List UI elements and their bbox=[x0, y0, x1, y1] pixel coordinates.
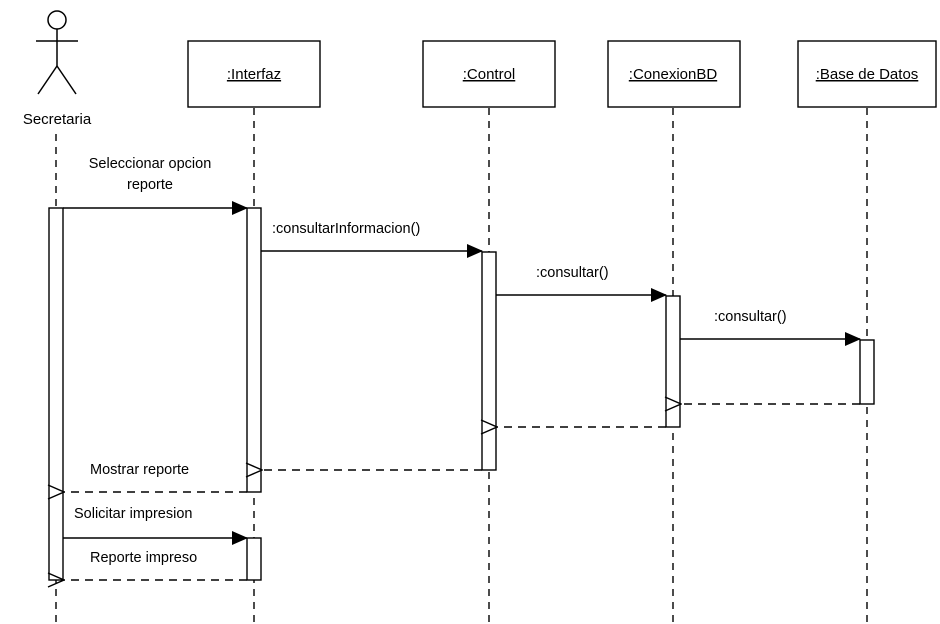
participant-label: :Base de Datos bbox=[816, 66, 919, 83]
actor-leg-right bbox=[56, 65, 77, 95]
activation-control bbox=[481, 251, 497, 471]
participant-label: :ConexionBD bbox=[629, 66, 718, 83]
participant-box bbox=[422, 40, 556, 108]
message-solicitar-impresion: Solicitar impresion bbox=[63, 506, 248, 545]
activations bbox=[48, 207, 875, 581]
message-consultar-conexionbd: :consultar() bbox=[496, 265, 667, 302]
message-label-line-1: Seleccionar opcion bbox=[89, 156, 212, 172]
activation-basedatos bbox=[859, 339, 875, 405]
actor-secretaria: Secretaria bbox=[23, 10, 92, 128]
message-consultar-informacion: :consultarInformacion() bbox=[261, 221, 483, 258]
message-seleccionar-opcion: Seleccionar opcion reporte bbox=[63, 156, 248, 215]
participant-conexionbd: :ConexionBD bbox=[607, 40, 741, 108]
message-label: Mostrar reporte bbox=[90, 462, 189, 478]
activation-interfaz-2 bbox=[246, 537, 262, 581]
participant-basedatos: :Base de Datos bbox=[797, 40, 937, 108]
message-label: :consultarInformacion() bbox=[272, 221, 420, 237]
message-label: Reporte impreso bbox=[90, 550, 197, 566]
message-reporte-impreso: Reporte impreso bbox=[64, 550, 247, 580]
message-label: :consultar() bbox=[714, 309, 787, 325]
participant-label: :Interfaz bbox=[227, 66, 281, 83]
activation-interfaz-1 bbox=[246, 207, 262, 493]
participant-box bbox=[607, 40, 741, 108]
participant-label: :Control bbox=[463, 66, 516, 83]
message-label: Solicitar impresion bbox=[74, 506, 192, 522]
activation-secretaria bbox=[48, 207, 64, 581]
participant-control: :Control bbox=[422, 40, 556, 108]
lifelines bbox=[55, 108, 868, 624]
message-consultar-basedatos: :consultar() bbox=[680, 309, 861, 346]
activation-conexionbd bbox=[665, 295, 681, 428]
actor-leg-left bbox=[37, 65, 58, 95]
actor-label: Secretaria bbox=[23, 111, 92, 128]
message-mostrar-reporte: Mostrar reporte bbox=[64, 462, 247, 492]
participant-box bbox=[187, 40, 321, 108]
actor-head-icon bbox=[47, 10, 67, 30]
participant-interfaz: :Interfaz bbox=[187, 40, 321, 108]
message-label: :consultar() bbox=[536, 265, 609, 281]
message-label-line-2: reporte bbox=[127, 177, 173, 193]
participant-box bbox=[797, 40, 937, 108]
